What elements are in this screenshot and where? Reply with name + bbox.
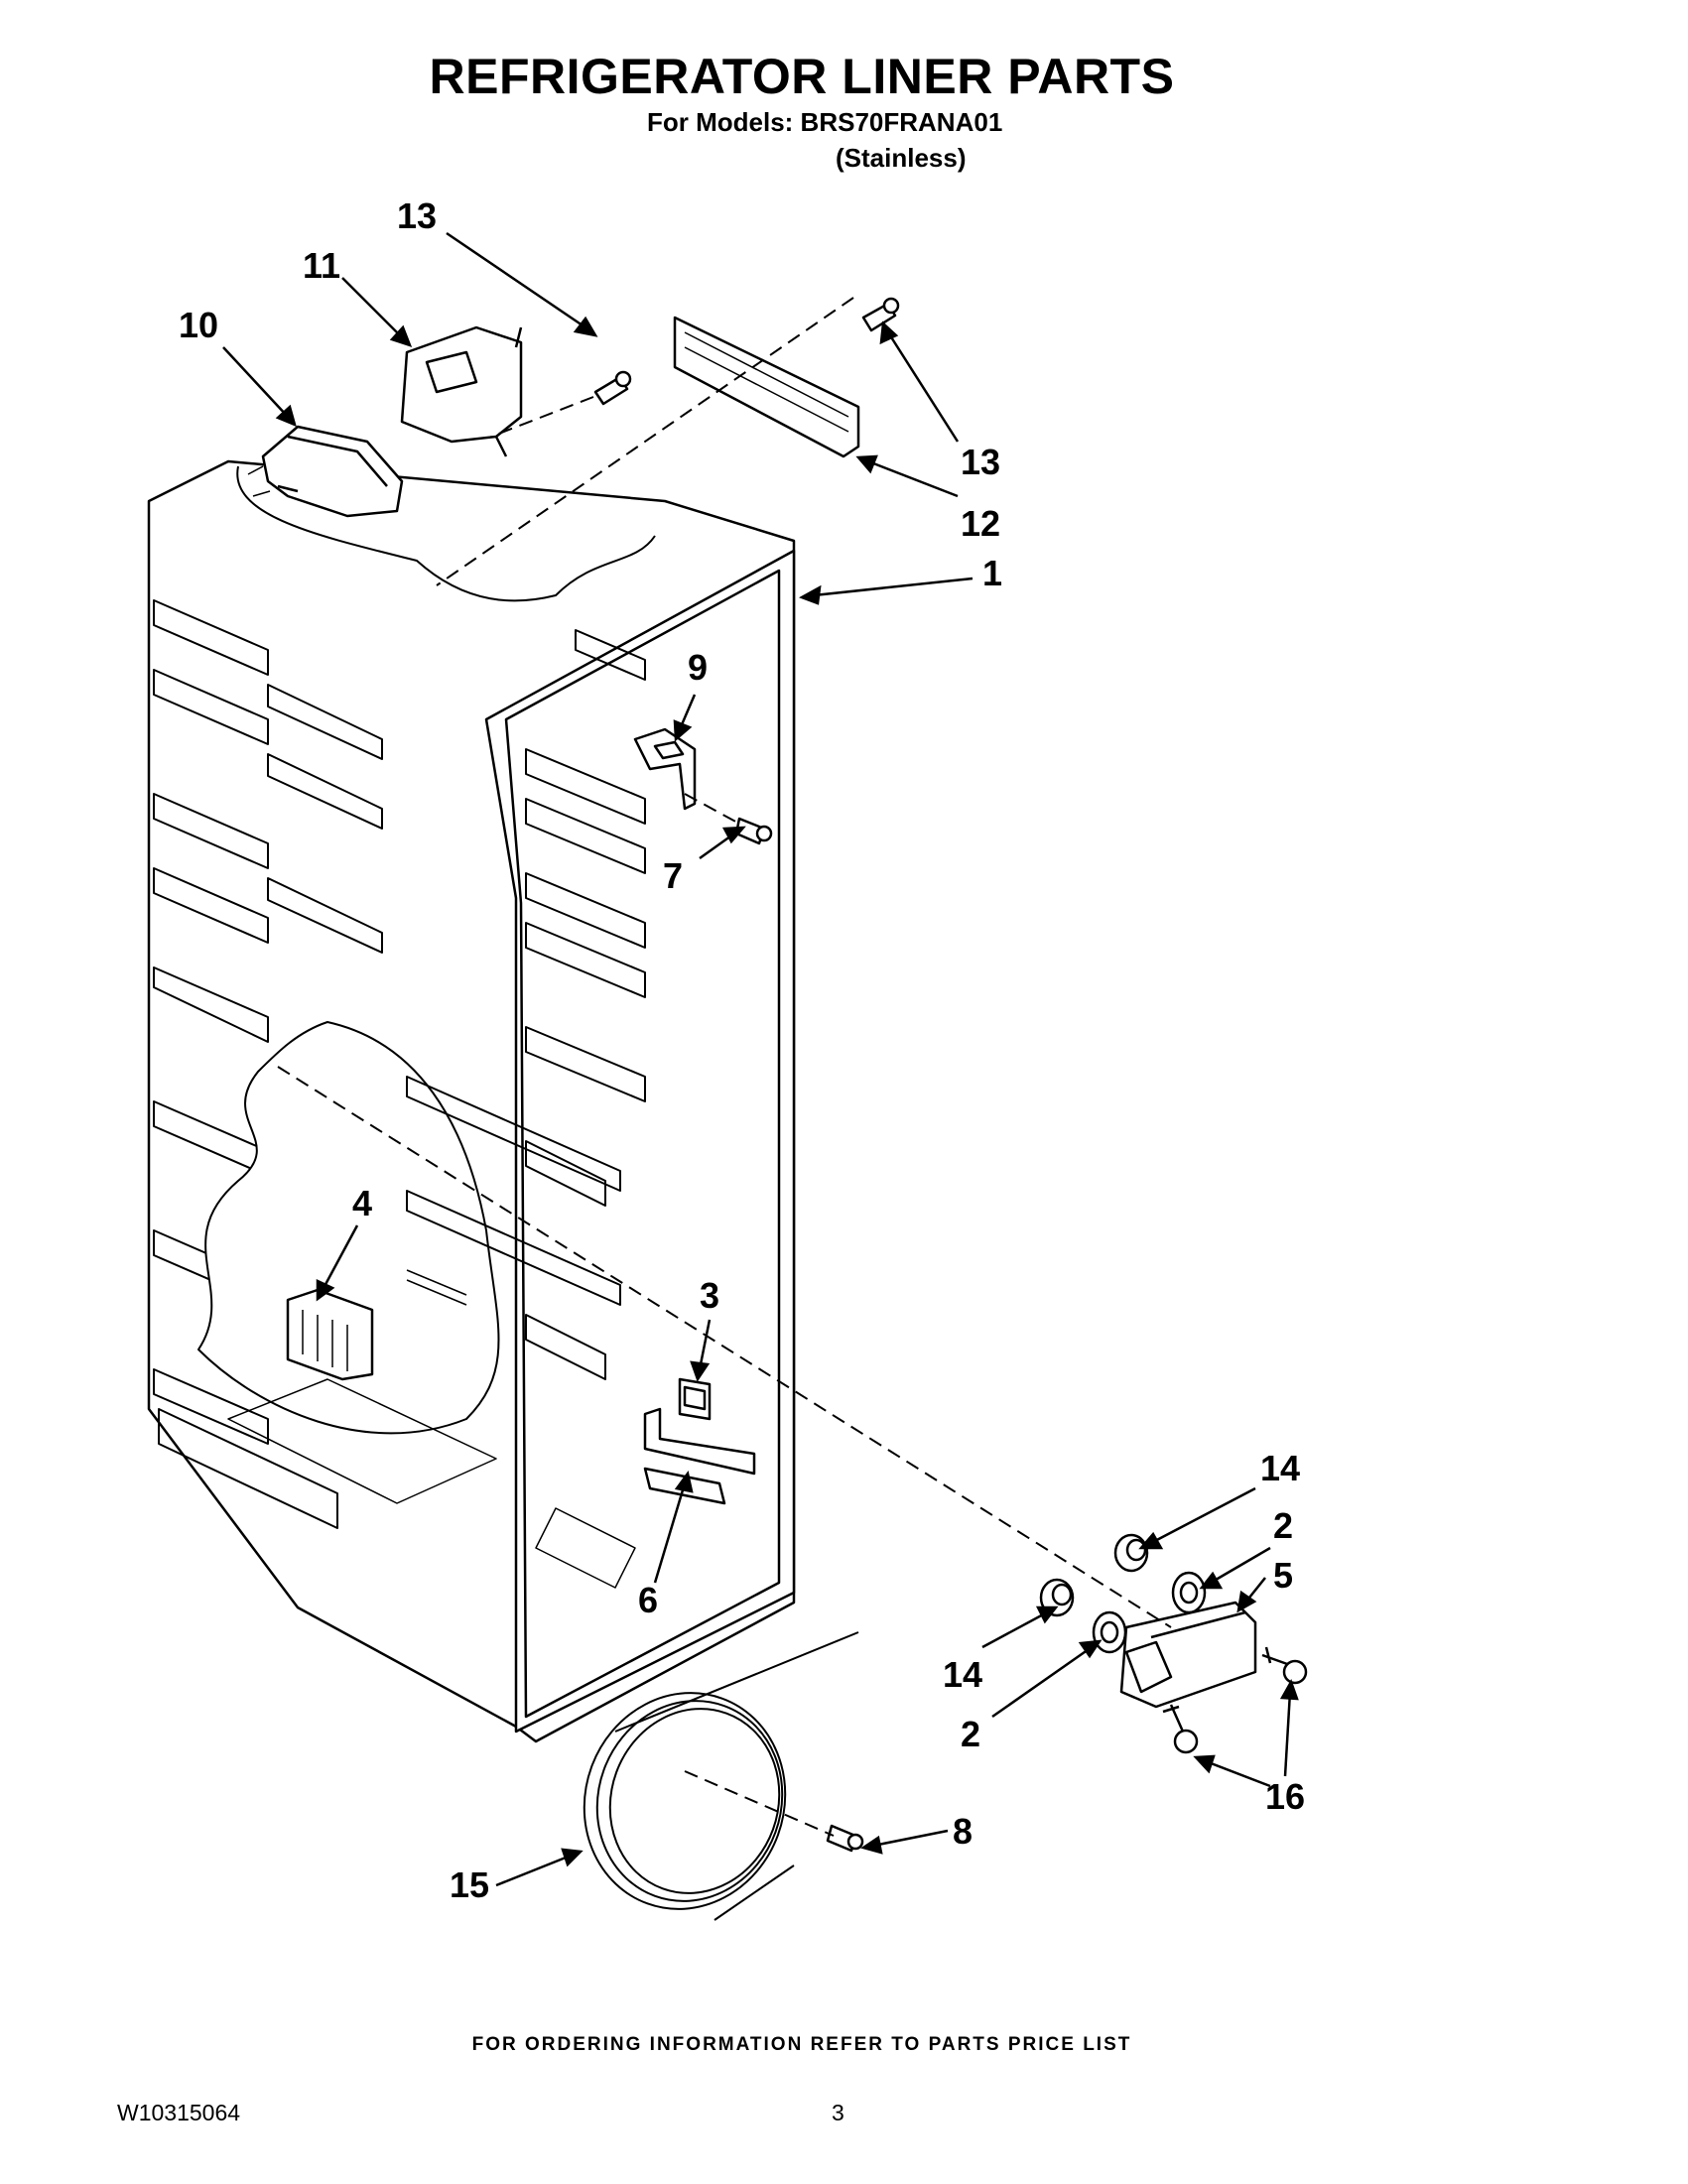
callout-13-right: 13 (961, 442, 1000, 482)
callout-16: 16 (1265, 1776, 1305, 1817)
leader-11 (341, 277, 413, 348)
leader-9 (673, 694, 697, 742)
push-pin-right (1261, 1646, 1308, 1685)
leader-4 (316, 1224, 359, 1302)
leader-2-upper (1199, 1546, 1271, 1590)
callout-14-upper: 14 (1260, 1448, 1300, 1488)
leader-2-lower (991, 1639, 1103, 1719)
top-cutaway (236, 465, 656, 602)
leader-3 (690, 1319, 712, 1382)
callout-14-lower: 14 (943, 1654, 982, 1695)
callout-1: 1 (982, 553, 1002, 593)
leader-8 (860, 1829, 949, 1855)
callout-7: 7 (663, 855, 683, 896)
callout-10: 10 (179, 305, 218, 345)
screw-8 (826, 1824, 864, 1853)
callout-4: 4 (352, 1183, 372, 1223)
push-pin-left (1162, 1704, 1199, 1754)
leader-15 (495, 1848, 584, 1887)
control-cover (400, 325, 523, 457)
document-number: W10315064 (117, 2100, 241, 2125)
assembly-line-bracket (684, 793, 740, 825)
callout-8: 8 (953, 1811, 973, 1852)
assembly-line-tubing (684, 1770, 835, 1837)
leader-1 (799, 577, 974, 605)
knob-upper (1113, 1533, 1149, 1573)
assembly-line-cover (490, 396, 594, 438)
page-number: 3 (832, 2100, 844, 2125)
callout-6: 6 (638, 1580, 658, 1620)
top-track (673, 316, 860, 458)
callout-15: 15 (450, 1864, 489, 1905)
tubing-coil (583, 1631, 859, 1921)
ordering-note: FOR ORDERING INFORMATION REFER TO PARTS … (471, 2034, 1132, 2055)
bracket (633, 727, 697, 811)
model-variant: (Stainless) (836, 143, 967, 173)
light-socket-upper (1171, 1571, 1207, 1614)
leader-14-upper (1138, 1486, 1256, 1550)
light-housing (1119, 1601, 1257, 1709)
interior-shelf-rails (525, 629, 646, 1380)
assembly-line-track (436, 297, 854, 586)
model-line: For Models: BRS70FRANA01 (647, 107, 1003, 137)
callout-2-upper: 2 (1273, 1505, 1293, 1546)
leader-14-lower (981, 1606, 1059, 1649)
assembly-line-light (277, 1066, 1172, 1628)
leader-16 (1193, 1678, 1299, 1788)
callout-2-lower: 2 (961, 1714, 980, 1754)
leader-12 (855, 454, 959, 498)
screw-13-left (593, 370, 632, 406)
leader-10 (222, 346, 297, 428)
leader-6 (653, 1471, 694, 1584)
callout-12: 12 (961, 503, 1000, 544)
callout-3: 3 (700, 1275, 719, 1316)
leader-13-right (879, 321, 960, 443)
callout-11: 11 (303, 245, 340, 286)
control-housing (247, 425, 404, 518)
screw-13-right (861, 297, 900, 332)
label-plate (678, 1377, 712, 1421)
leader-5 (1236, 1577, 1266, 1613)
light-socket-lower (1092, 1610, 1127, 1654)
page-title: REFRIGERATOR LINER PARTS (429, 49, 1175, 104)
leader-13-top (446, 231, 598, 337)
callout-13-top: 13 (397, 195, 437, 236)
callout-5: 5 (1273, 1555, 1293, 1596)
callout-9: 9 (688, 647, 708, 688)
leader-7 (699, 826, 746, 860)
